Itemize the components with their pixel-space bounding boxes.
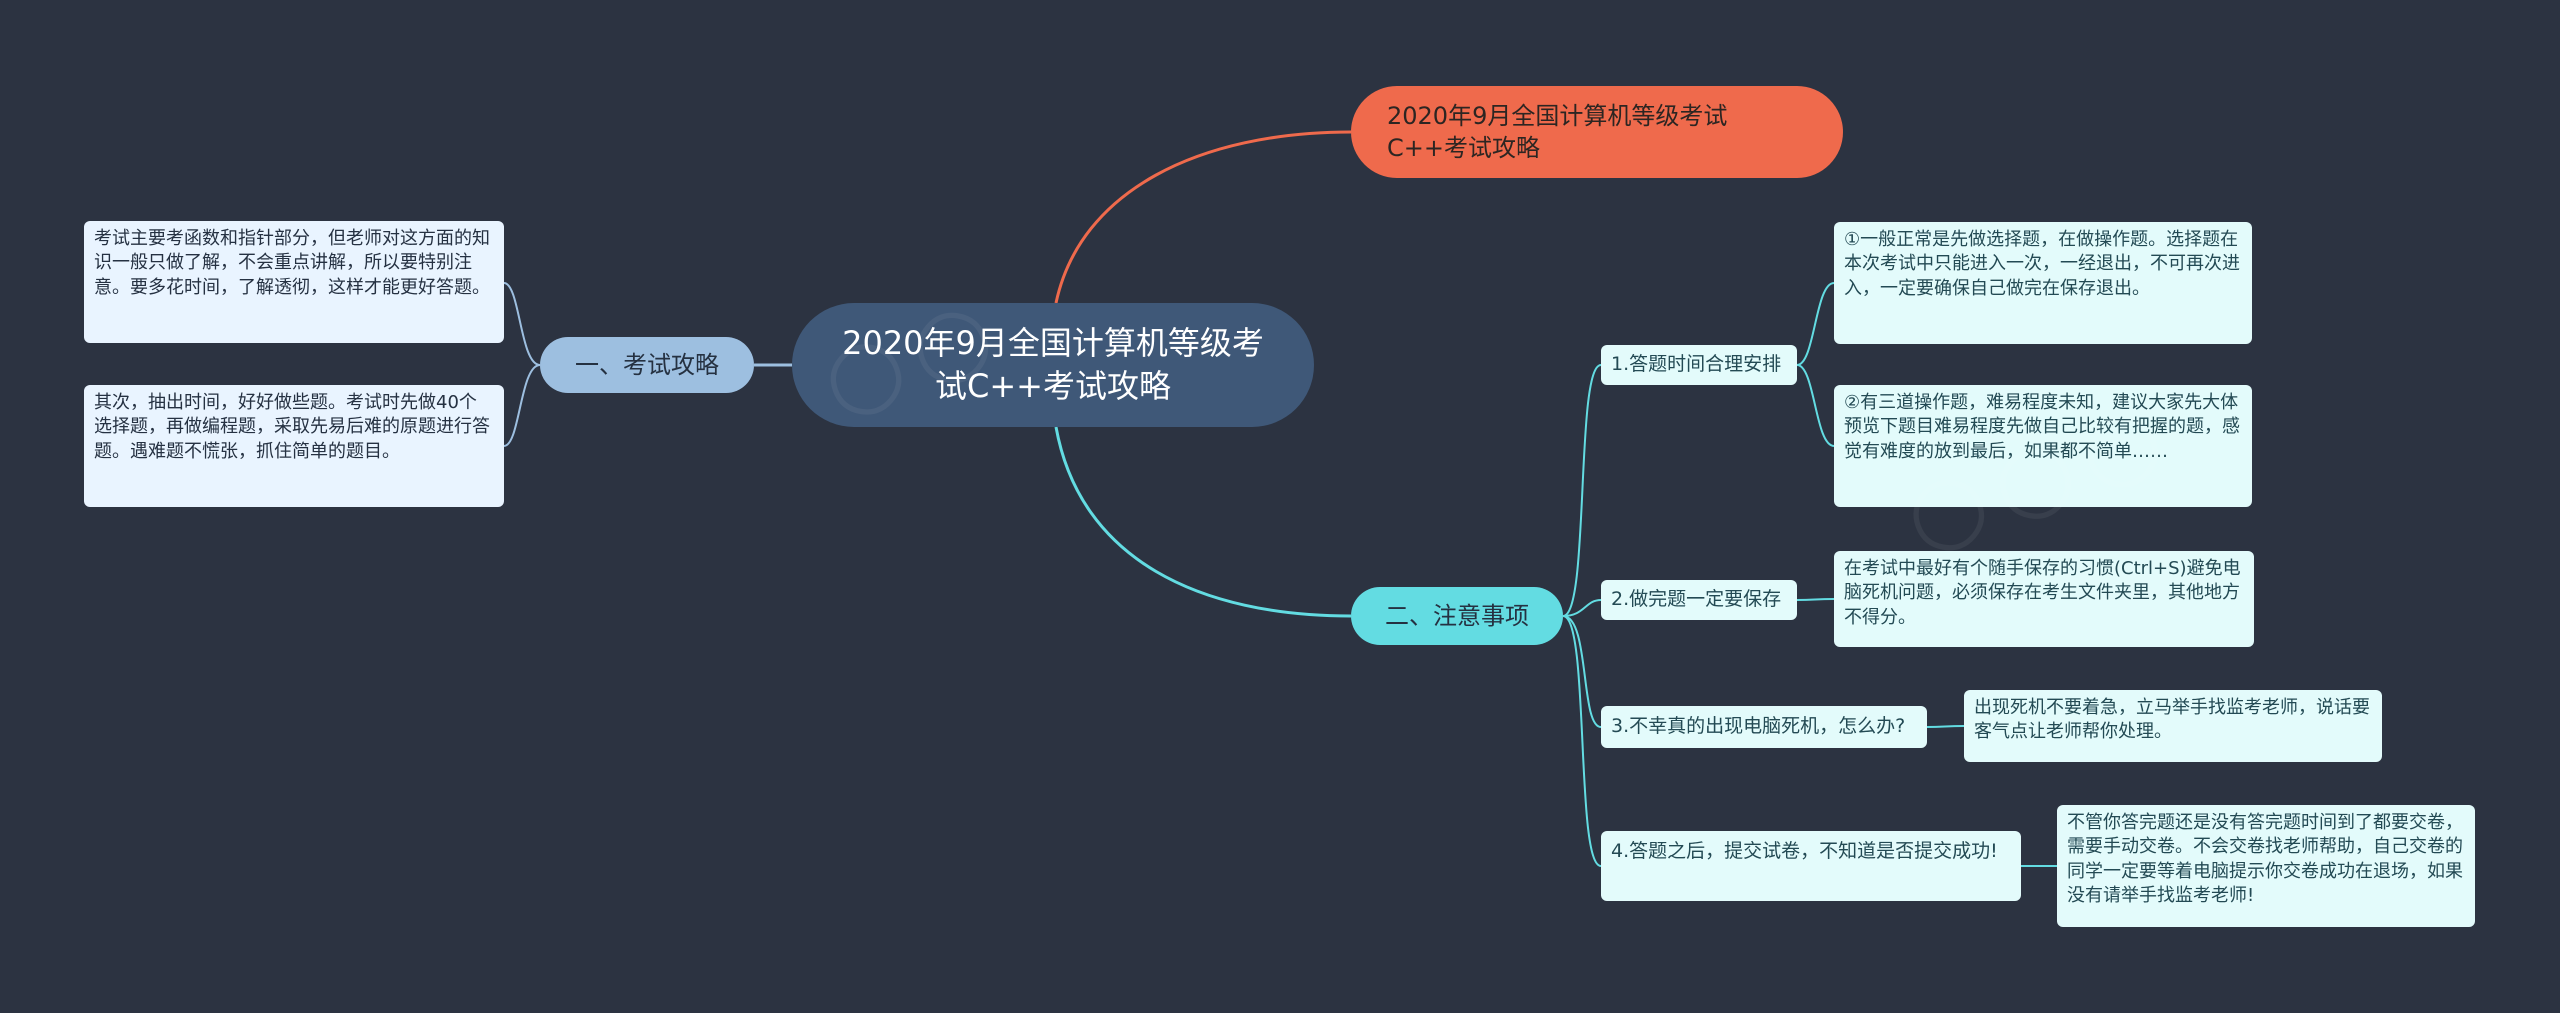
leaf-time-arrangement-2[interactable]: ②有三道操作题，难易程度未知，建议大家先大体预览下题目难易程度先做自己比较有把握… bbox=[1834, 385, 2252, 507]
sub-time-arrangement[interactable]: 1.答题时间合理安排 bbox=[1601, 345, 1797, 385]
root-node-label: 2020年9月全国计算机等级考试C++考试攻略 bbox=[842, 323, 1264, 405]
leaf-text: ①一般正常是先做选择题，在做操作题。选择题在本次考试中只能进入一次，一经退出，不… bbox=[1844, 229, 2240, 299]
link-sub2-leaf bbox=[1796, 598, 1835, 601]
root-node[interactable]: 2020年9月全国计算机等级考试C++考试攻略 bbox=[792, 303, 1314, 427]
title-node-label: 2020年9月全国计算机等级考试C++考试攻略 bbox=[1387, 101, 1728, 162]
link-left-leaf-2 bbox=[503, 364, 541, 447]
link-sub1-leaf-2 bbox=[1796, 364, 1835, 447]
leaf-text: 出现死机不要着急，立马举手找监考老师，说话要客气点让老师帮你处理。 bbox=[1974, 697, 2370, 743]
leaf-text: 考试主要考函数和指针部分，但老师对这方面的知识一般只做了解，不会重点讲解，所以要… bbox=[94, 228, 490, 298]
leaf-text: 其次，抽出时间，好好做些题。考试时先做40个选择题，再做编程题，采取先易后难的原… bbox=[94, 392, 490, 462]
title-node[interactable]: 2020年9月全国计算机等级考试C++考试攻略 bbox=[1351, 86, 1843, 178]
branch-exam-strategy-label: 一、考试攻略 bbox=[575, 350, 719, 379]
leaf-exam-strategy-2[interactable]: 其次，抽出时间，好好做些题。考试时先做40个选择题，再做编程题，采取先易后难的原… bbox=[84, 385, 504, 507]
link-left-leaf-1 bbox=[503, 282, 541, 366]
leaf-text: 不管你答完题还是没有答完题时间到了都要交卷，需要手动交卷。不会交卷找老师帮助，自… bbox=[2067, 812, 2463, 906]
sub-submit-paper[interactable]: 4.答题之后，提交试卷，不知道是否提交成功! bbox=[1601, 831, 2021, 901]
sub-computer-crash[interactable]: 3.不幸真的出现电脑死机，怎么办? bbox=[1601, 706, 1927, 748]
link-right-sub-1 bbox=[1562, 364, 1602, 617]
branch-exam-strategy[interactable]: 一、考试攻略 bbox=[540, 337, 754, 393]
link-right-sub-3 bbox=[1562, 615, 1602, 728]
sub-label: 2.做完题一定要保存 bbox=[1611, 588, 1782, 611]
leaf-save-work[interactable]: 在考试中最好有个随手保存的习惯(Ctrl+S)避免电脑死机问题，必须保存在考生文… bbox=[1834, 551, 2254, 647]
sub-label: 1.答题时间合理安排 bbox=[1611, 353, 1782, 376]
leaf-exam-strategy-1[interactable]: 考试主要考函数和指针部分，但老师对这方面的知识一般只做了解，不会重点讲解，所以要… bbox=[84, 221, 504, 343]
link-root-title bbox=[1054, 130, 1352, 304]
leaf-submit-paper[interactable]: 不管你答完题还是没有答完题时间到了都要交卷，需要手动交卷。不会交卷找老师帮助，自… bbox=[2057, 805, 2475, 927]
leaf-time-arrangement-1[interactable]: ①一般正常是先做选择题，在做操作题。选择题在本次考试中只能进入一次，一经退出，不… bbox=[1834, 222, 2252, 344]
link-right-sub-4 bbox=[1562, 615, 1602, 867]
branch-notes[interactable]: 二、注意事项 bbox=[1351, 587, 1563, 645]
leaf-text: 在考试中最好有个随手保存的习惯(Ctrl+S)避免电脑死机问题，必须保存在考生文… bbox=[1844, 558, 2241, 628]
branch-notes-label: 二、注意事项 bbox=[1385, 601, 1529, 630]
link-root-right-branch bbox=[1054, 426, 1352, 618]
sub-save-work[interactable]: 2.做完题一定要保存 bbox=[1601, 580, 1797, 620]
leaf-computer-crash[interactable]: 出现死机不要着急，立马举手找监考老师，说话要客气点让老师帮你处理。 bbox=[1964, 690, 2382, 762]
link-right-sub-2 bbox=[1562, 599, 1602, 617]
link-sub1-leaf-1 bbox=[1796, 282, 1835, 366]
link-sub3-leaf bbox=[1926, 725, 1965, 728]
leaf-text: ②有三道操作题，难易程度未知，建议大家先大体预览下题目难易程度先做自己比较有把握… bbox=[1844, 392, 2240, 462]
sub-label: 4.答题之后，提交试卷，不知道是否提交成功! bbox=[1611, 840, 1998, 862]
sub-label: 3.不幸真的出现电脑死机，怎么办? bbox=[1611, 715, 1906, 738]
